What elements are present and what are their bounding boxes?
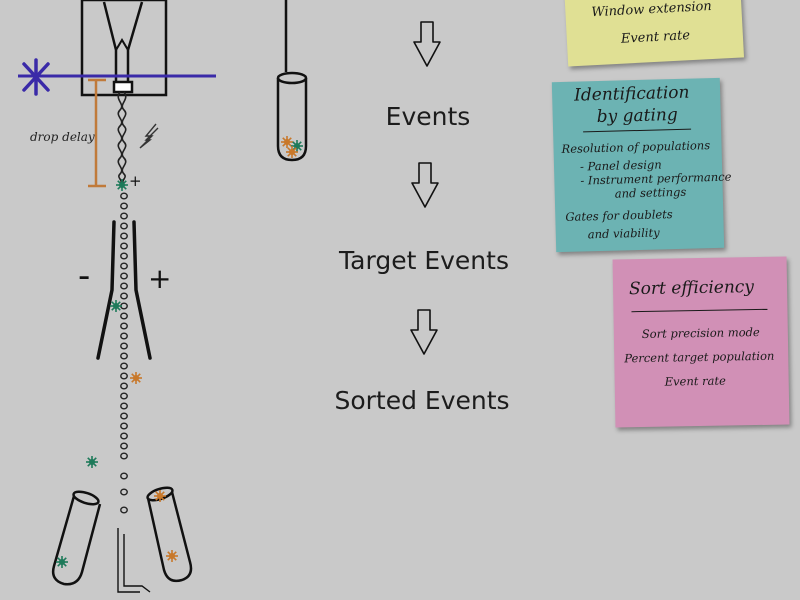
note-line: Gates for doublets (565, 207, 673, 224)
droplet (120, 232, 128, 240)
droplet (120, 488, 128, 496)
flow-step-events: Events (385, 102, 471, 131)
note-sort-efficiency: Sort efficiency Sort precision mode Perc… (612, 256, 790, 428)
droplet (120, 282, 128, 290)
droplet (120, 202, 128, 210)
down-arrow-icon (410, 309, 438, 355)
cell-icon (86, 456, 98, 468)
note-line: Resolution of populations (561, 138, 711, 156)
fluid-stream (117, 91, 127, 185)
droplet (120, 262, 128, 270)
note-line: Event rate (620, 28, 691, 47)
laser-star-icon (22, 58, 50, 96)
note-title: Sort efficiency (628, 277, 755, 300)
droplet-column (120, 192, 128, 514)
note-underline (583, 128, 692, 133)
cell-icon (130, 372, 142, 384)
droplet (120, 382, 128, 390)
note-underline (631, 308, 768, 313)
droplet (120, 252, 128, 260)
note-line: Percent target population (624, 348, 775, 366)
note-line: Window extension (591, 0, 713, 21)
droplet (120, 392, 128, 400)
note-line: Event rate (664, 373, 726, 389)
cell-icon (154, 490, 166, 502)
cell-icon (56, 556, 68, 568)
droplet (120, 452, 128, 460)
droplet (120, 342, 128, 350)
flow-step-sorted-events: Sorted Events (334, 386, 510, 415)
cell-icon (166, 550, 178, 562)
collection-tubes (51, 0, 308, 593)
droplet (120, 192, 128, 200)
droplet (120, 412, 128, 420)
droplet (120, 442, 128, 450)
cell-icon (110, 300, 122, 312)
note-title: by gating (596, 104, 678, 128)
droplet (120, 422, 128, 430)
flow-step-target-events: Target Events (339, 246, 509, 275)
cell-icon (116, 179, 128, 191)
cells (56, 136, 303, 568)
laser-beam (18, 58, 216, 96)
droplet (120, 222, 128, 230)
note-sort-window: Window extension Event rate (563, 0, 745, 67)
droplet (120, 472, 128, 480)
droplet (120, 506, 128, 514)
droplet (120, 292, 128, 300)
note-line: Sort precision mode (641, 324, 760, 342)
droplet (120, 272, 128, 280)
charge-sign: + (129, 172, 142, 190)
droplet (120, 432, 128, 440)
droplet (120, 372, 128, 380)
down-arrow-icon (413, 21, 441, 67)
flow-arrows (410, 21, 441, 355)
cell-icon (281, 136, 293, 148)
drop-delay-bracket (88, 78, 106, 188)
droplet (120, 242, 128, 250)
cell-icon (286, 146, 298, 158)
droplet (120, 212, 128, 220)
deflection-plates (96, 220, 152, 360)
note-line: and settings (614, 184, 687, 201)
droplet (120, 312, 128, 320)
droplet (120, 362, 128, 370)
drop-delay-label: drop delay (30, 130, 95, 144)
note-title: Identification (573, 82, 690, 106)
droplet (120, 332, 128, 340)
droplet (120, 322, 128, 330)
minus-plate-sign: - (78, 256, 91, 296)
plus-plate-sign: + (148, 262, 172, 295)
lightning-icon (139, 123, 159, 149)
note-identification-gating: Identification by gating Resolution of p… (551, 77, 732, 253)
nozzle-housing (80, 0, 168, 97)
droplet (120, 402, 128, 410)
down-arrow-icon (411, 162, 439, 208)
note-line: and viability (587, 225, 660, 242)
droplet (120, 352, 128, 360)
